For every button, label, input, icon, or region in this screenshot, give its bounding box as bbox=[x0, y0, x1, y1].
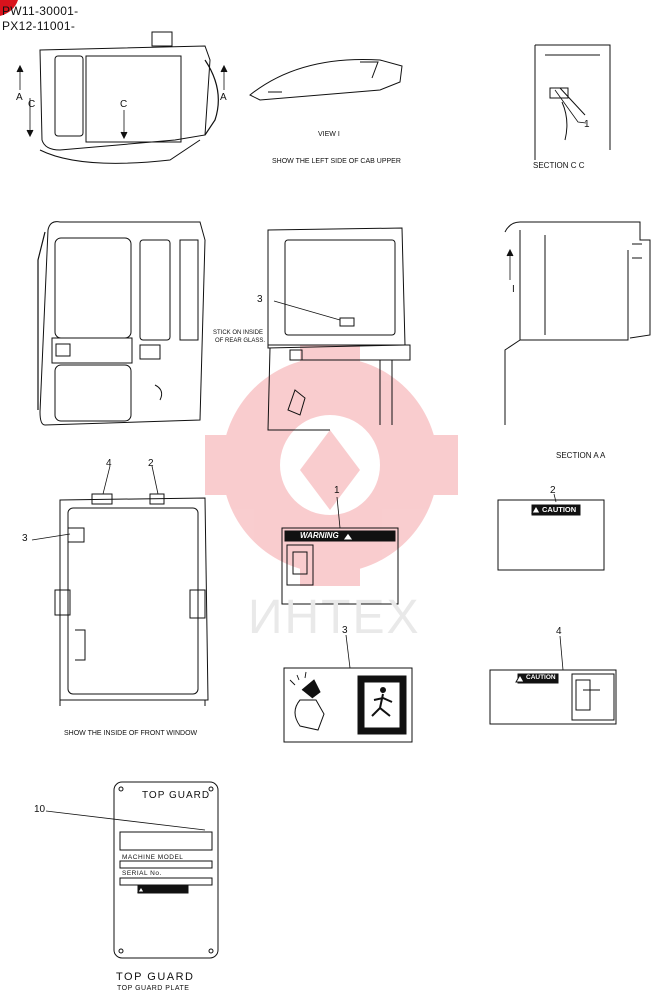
callout-2-decal: 2 bbox=[550, 485, 556, 496]
callout-1-decal: 1 bbox=[334, 485, 340, 496]
top-guard-plate-10 bbox=[113, 781, 219, 959]
view-mark-i: I bbox=[512, 284, 515, 295]
watermark-text: ИНТЕХ bbox=[248, 591, 421, 644]
top-guard-plate-subtitle: TOP GUARD PLATE bbox=[117, 985, 190, 992]
cab-rear-view bbox=[267, 227, 411, 431]
rear-glass-note-line-1: STICK ON INSIDE bbox=[213, 330, 264, 336]
caution-heading-decal-2: CAUTION bbox=[542, 505, 577, 514]
callout-4-decal: 4 bbox=[556, 626, 562, 637]
callout-3-rear-glass: 3 bbox=[257, 294, 263, 305]
callout-1-section-cc: 1 bbox=[584, 119, 590, 130]
top-guard-title: TOP GUARD bbox=[116, 971, 195, 983]
front-window-caption: SHOW THE INSIDE OF FRONT WINDOW bbox=[64, 730, 198, 737]
callout-4-front-window: 4 bbox=[106, 458, 112, 469]
section-mark-a-left: A bbox=[16, 92, 23, 103]
section-mark-c-mid: C bbox=[120, 99, 128, 110]
section-aa-view bbox=[504, 221, 651, 425]
section-mark-c-left: C bbox=[28, 99, 36, 110]
section-aa-caption: SECTION A A bbox=[556, 451, 606, 460]
caution-decal-2 bbox=[497, 499, 605, 571]
cab-side-view bbox=[37, 221, 206, 426]
warning-heading: WARNING bbox=[300, 531, 339, 540]
serial-range-line-1: PW11-30001- bbox=[2, 4, 79, 18]
section-mark-a-right: A bbox=[220, 92, 227, 103]
left-side-caption: SHOW THE LEFT SIDE OF CAB UPPER bbox=[272, 158, 401, 165]
caution-decal-4 bbox=[489, 669, 617, 725]
plate-header: TOP GUARD bbox=[142, 790, 211, 801]
callout-2-front-window: 2 bbox=[148, 458, 154, 469]
watermark-gear-logo bbox=[205, 345, 458, 586]
callout-3-front-window: 3 bbox=[22, 533, 28, 544]
serial-range-line-2: PX12-11001- bbox=[2, 19, 76, 33]
section-cc-view bbox=[534, 44, 611, 160]
section-cc-caption: SECTION C C bbox=[533, 161, 585, 170]
view-i-cab-roof bbox=[249, 58, 403, 101]
rear-glass-note-line-2: OF REAR GLASS. bbox=[215, 338, 266, 344]
callout-3-decal: 3 bbox=[342, 625, 348, 636]
callout-10-plate: 10 bbox=[34, 804, 46, 815]
corner-logo-fragment bbox=[0, 0, 18, 16]
cab-left-side-view bbox=[16, 31, 228, 164]
view-i-label: VIEW I bbox=[318, 131, 340, 138]
plate-machine-model-label: MACHINE MODEL bbox=[122, 854, 184, 861]
emergency-exit-decal-3 bbox=[283, 667, 413, 743]
caution-heading-decal-4: CAUTION bbox=[526, 674, 556, 681]
plate-serial-no-label: SERIAL No. bbox=[122, 870, 162, 877]
front-window-inside-view bbox=[54, 493, 209, 706]
callout-leader-lines bbox=[31, 89, 587, 831]
